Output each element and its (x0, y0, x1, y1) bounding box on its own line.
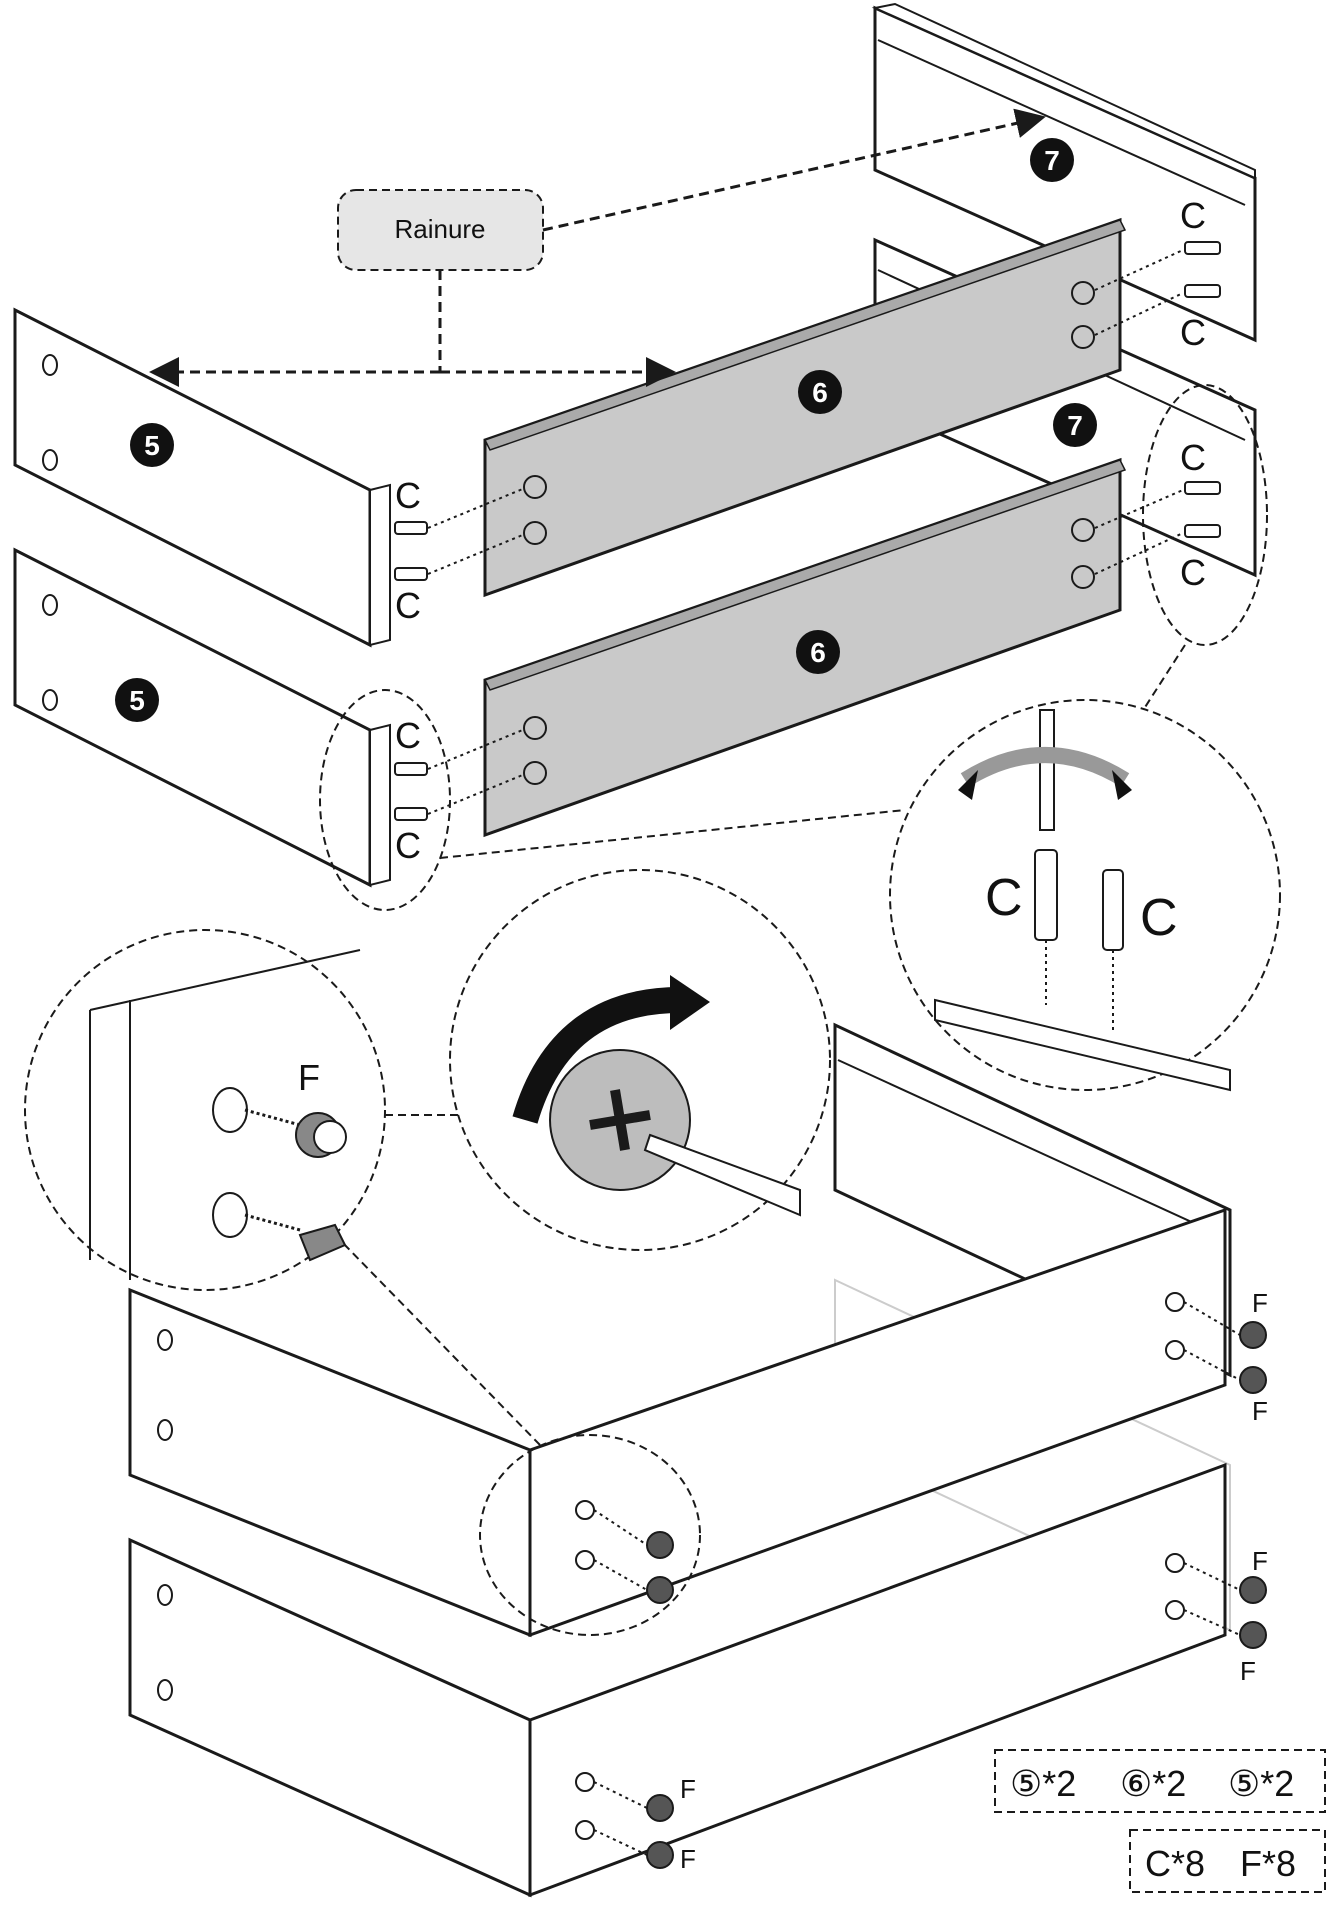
highlight-assembled-corner (479, 1434, 701, 1636)
cam-bolts-bottom-left (394, 728, 526, 821)
detail-cam-bolt-install: C C (889, 699, 1281, 1092)
badge-part-7-bottom: 7 (1053, 403, 1097, 447)
side-panel-5-bottom (13, 547, 391, 888)
side-panel-5-top (13, 307, 391, 648)
cam-bolts-top-left (394, 487, 526, 581)
badge-part-5-bottom: 5 (115, 678, 159, 722)
badge-part-5-top: 5 (130, 423, 174, 467)
cam-bolts-top-right (1094, 241, 1221, 336)
detail-label-f: F (298, 1057, 320, 1098)
connector-corner-to-detail (339, 1239, 541, 1446)
detail-cam-lock-turn (449, 869, 831, 1251)
parts-legend: ⑤*2 ⑥*2 ⑤*2 C*8 F*8 (994, 1749, 1326, 1893)
detail-label-c-right: C (1140, 889, 1178, 947)
legend-hardware-f: F*8 (1240, 1843, 1296, 1884)
cam-bolts-bottom-right (1094, 481, 1221, 575)
svg-text:7: 7 (1067, 410, 1083, 441)
legend-panel-2: ⑥*2 (1120, 1763, 1186, 1804)
label-c-3: C (395, 715, 421, 756)
label-f-2: F (1252, 1396, 1268, 1426)
label-c-4: C (395, 825, 421, 866)
svg-text:7: 7 (1044, 145, 1060, 176)
label-c-7: C (1180, 437, 1206, 478)
legend-panel-1: ⑤*2 (1010, 1763, 1076, 1804)
svg-text:5: 5 (129, 685, 145, 716)
label-f-6: F (680, 1844, 696, 1874)
rainure-callout-text: Rainure (394, 214, 485, 244)
legend-panel-3: ⑤*2 (1228, 1763, 1294, 1804)
highlight-right-joint (1142, 384, 1268, 646)
svg-text:6: 6 (810, 637, 826, 668)
svg-text:6: 6 (812, 377, 828, 408)
front-panel-6-top (483, 217, 1127, 598)
connector-right-to-detail (1139, 644, 1186, 716)
label-c-2: C (395, 585, 421, 626)
legend-hardware-c: C*8 (1145, 1843, 1205, 1884)
badge-part-7-top: 7 (1030, 138, 1074, 182)
badge-part-6-top: 6 (798, 370, 842, 414)
rainure-arrow-back (542, 108, 1046, 232)
label-f-5: F (680, 1774, 696, 1804)
svg-text:5: 5 (144, 430, 160, 461)
label-c-5: C (1180, 195, 1206, 236)
detail-cam-lock-insert: F (24, 929, 386, 1291)
label-c-6: C (1180, 312, 1206, 353)
cam-lock-guides (593, 1301, 1241, 1856)
label-c-1: C (395, 475, 421, 516)
label-f-4: F (1240, 1656, 1256, 1686)
label-f-1: F (1252, 1288, 1268, 1318)
label-f-3: F (1252, 1546, 1268, 1576)
highlight-left-joint (319, 689, 451, 911)
label-c-8: C (1180, 552, 1206, 593)
detail-label-c-left: C (985, 869, 1023, 927)
cam-locks (646, 1321, 1267, 1869)
badge-part-6-bottom: 6 (796, 630, 840, 674)
